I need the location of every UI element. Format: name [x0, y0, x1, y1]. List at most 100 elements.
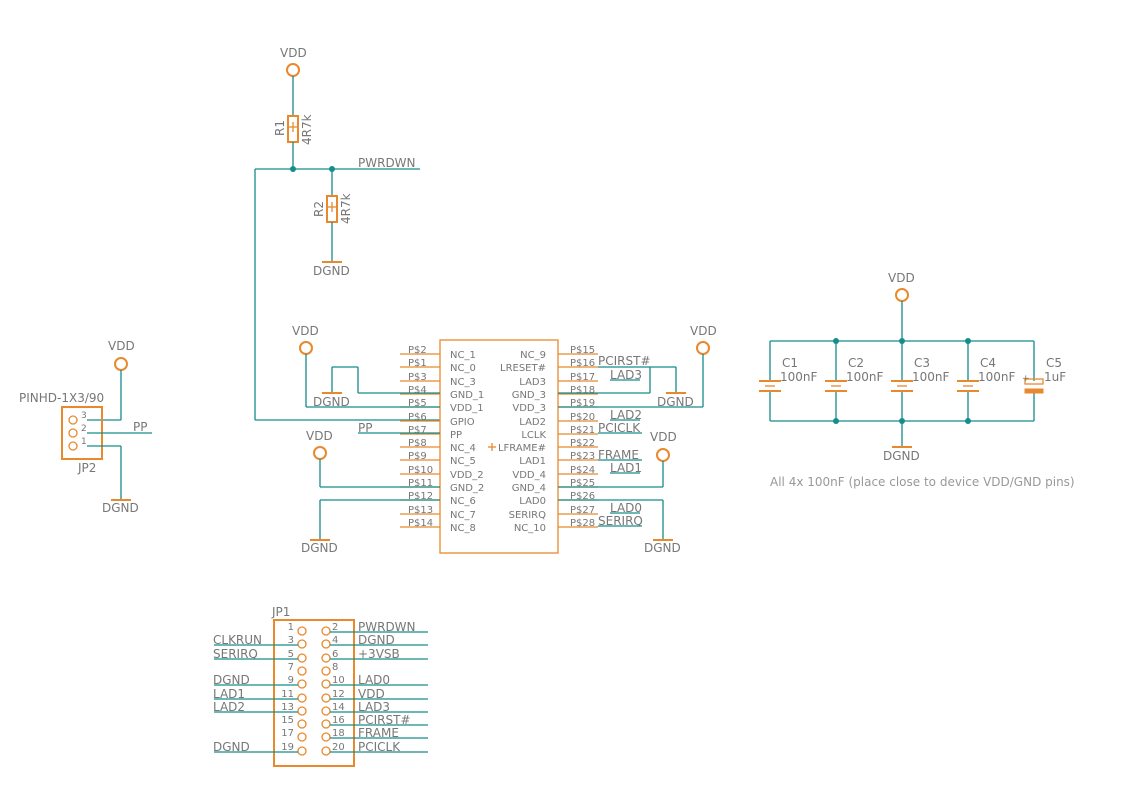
- svg-text:PCIRST#: PCIRST#: [598, 354, 651, 368]
- ic-pin-name: LAD3: [519, 377, 546, 388]
- capacitor-value: 100nF: [846, 370, 884, 384]
- ic-pin-name: NC_0: [450, 363, 476, 374]
- vdd-symbol-ic-right-bottom: VDD: [650, 430, 677, 462]
- jp1-pin-number: 3: [288, 635, 294, 646]
- ic-pin-name: GND_3: [512, 390, 546, 401]
- jp1-pin: [297, 746, 307, 756]
- capacitor-name: C5: [1046, 356, 1062, 370]
- svg-text:VDD: VDD: [306, 429, 333, 443]
- net-pwrdwn-label: PWRDWN: [358, 156, 416, 170]
- ic-pin-name: LRESET#: [500, 363, 546, 374]
- r2-name: R2: [312, 201, 326, 217]
- resistor-r1: R1 4R7k: [273, 114, 314, 145]
- ic-pin-number: P$19: [570, 398, 595, 409]
- jp1-pin-number: 1: [288, 622, 294, 633]
- jp1-pin-number: 12: [332, 689, 345, 700]
- jp1-net-label: FRAME: [358, 726, 399, 740]
- ic-pin-name: LAD1: [519, 456, 546, 467]
- svg-text:VDD: VDD: [292, 324, 319, 338]
- svg-text:LAD2: LAD2: [610, 408, 642, 422]
- svg-text:DGND: DGND: [313, 395, 350, 409]
- ic-pin-number: P$2: [408, 345, 427, 356]
- jp1-pin-number: 2: [332, 622, 338, 633]
- vdd-symbol-r1: VDD: [280, 46, 307, 77]
- svg-text:DGND: DGND: [883, 449, 920, 463]
- svg-text:LAD3: LAD3: [610, 368, 642, 382]
- ic-pin-name: LCLK: [521, 430, 546, 441]
- jp1-pin-number: 15: [281, 715, 294, 726]
- jp1-pin: [321, 732, 331, 742]
- svg-text:LAD1: LAD1: [610, 461, 642, 475]
- jp1-pin-number: 9: [288, 675, 294, 686]
- jp1-pin: [321, 719, 331, 729]
- svg-text:PP: PP: [133, 420, 147, 434]
- ic-pin-name: NC_10: [514, 523, 546, 534]
- ic-pin-number: P$4: [408, 385, 427, 396]
- capacitor-value: 100nF: [780, 370, 818, 384]
- jp1-pin: [321, 666, 331, 676]
- jp1-net-label: PWRDWN: [358, 620, 416, 634]
- ic-pin-number: P$26: [570, 491, 595, 502]
- jp1-header: [273, 619, 355, 767]
- r2-value: 4R7k: [339, 193, 353, 224]
- resistor-r2: R2 4R7k: [312, 193, 353, 224]
- ic-pin-number: P$24: [570, 465, 595, 476]
- capacitor-name: C2: [848, 356, 864, 370]
- capacitor-value: 100nF: [978, 370, 1016, 384]
- jp1-pin-number: 8: [332, 662, 338, 673]
- jp1-pin-number: 18: [332, 728, 345, 739]
- svg-text:DGND: DGND: [102, 501, 139, 515]
- jp1-pin: [297, 626, 307, 636]
- jp1-pin: [321, 706, 331, 716]
- vdd-symbol-ic-right-top: VDD: [690, 324, 717, 355]
- capacitor-note: All 4x 100nF (place close to device VDD/…: [770, 475, 1075, 489]
- ic-pin-name: PP: [450, 430, 462, 441]
- ic-pin-name: GND_2: [450, 483, 484, 494]
- jp1-row: 1 2 PWRDWN: [288, 620, 428, 636]
- jp1-net-label: LAD2: [213, 700, 245, 714]
- jp1-pin-number: 13: [281, 702, 294, 713]
- ic-pin-number: P$14: [408, 518, 433, 529]
- jp1-pin: [297, 732, 307, 742]
- jp1-net-label: +3VSB: [358, 647, 400, 661]
- capacitor-name: C1: [782, 356, 798, 370]
- ic-right-pins: P$15NC_9P$16LRESET#P$17LAD3P$18GND_3P$19…: [498, 345, 598, 534]
- r1-name: R1: [273, 120, 287, 136]
- vdd-symbol-ic-left-bottom: VDD: [306, 429, 333, 460]
- svg-text:3: 3: [81, 411, 87, 421]
- r1-value: 4R7k: [300, 114, 314, 145]
- jp1-pin-number: 11: [281, 689, 294, 700]
- ic-pin-number: P$5: [408, 398, 427, 409]
- svg-text:SERIRQ: SERIRQ: [598, 514, 643, 528]
- jp1-net-label: VDD: [358, 687, 385, 701]
- svg-text:1: 1: [81, 437, 87, 447]
- ic-pin-name: GND_1: [450, 390, 484, 401]
- ic-pin-number: P$3: [408, 372, 427, 383]
- ic-pin-number: P$23: [570, 451, 595, 462]
- jp1-pin: [297, 693, 307, 703]
- ic-pin-number: P$22: [570, 438, 595, 449]
- jp2-name: JP2: [77, 461, 96, 475]
- jp1-pin: [297, 639, 307, 649]
- ic-pin-name: NC_8: [450, 523, 476, 534]
- capacitor-name: C4: [980, 356, 996, 370]
- jp1-net-label: PCICLK: [358, 740, 401, 754]
- jp1-net-label: LAD0: [358, 673, 390, 687]
- jp1-pin-number: 14: [332, 702, 345, 713]
- ic-pin-number: P$17: [570, 372, 595, 383]
- jp1-pin: [297, 706, 307, 716]
- vdd-symbol-caps: VDD: [888, 271, 915, 302]
- jp2-value: PINHD-1X3/90: [19, 391, 104, 405]
- ic-pin-name: NC_5: [450, 456, 476, 467]
- dgnd-symbol-ic-left-bottom: DGND: [301, 539, 338, 555]
- ic-pin-number: P$20: [570, 412, 595, 423]
- jp1-net-label: DGND: [213, 740, 250, 754]
- ic-pin-name: LFRAME#: [498, 443, 546, 454]
